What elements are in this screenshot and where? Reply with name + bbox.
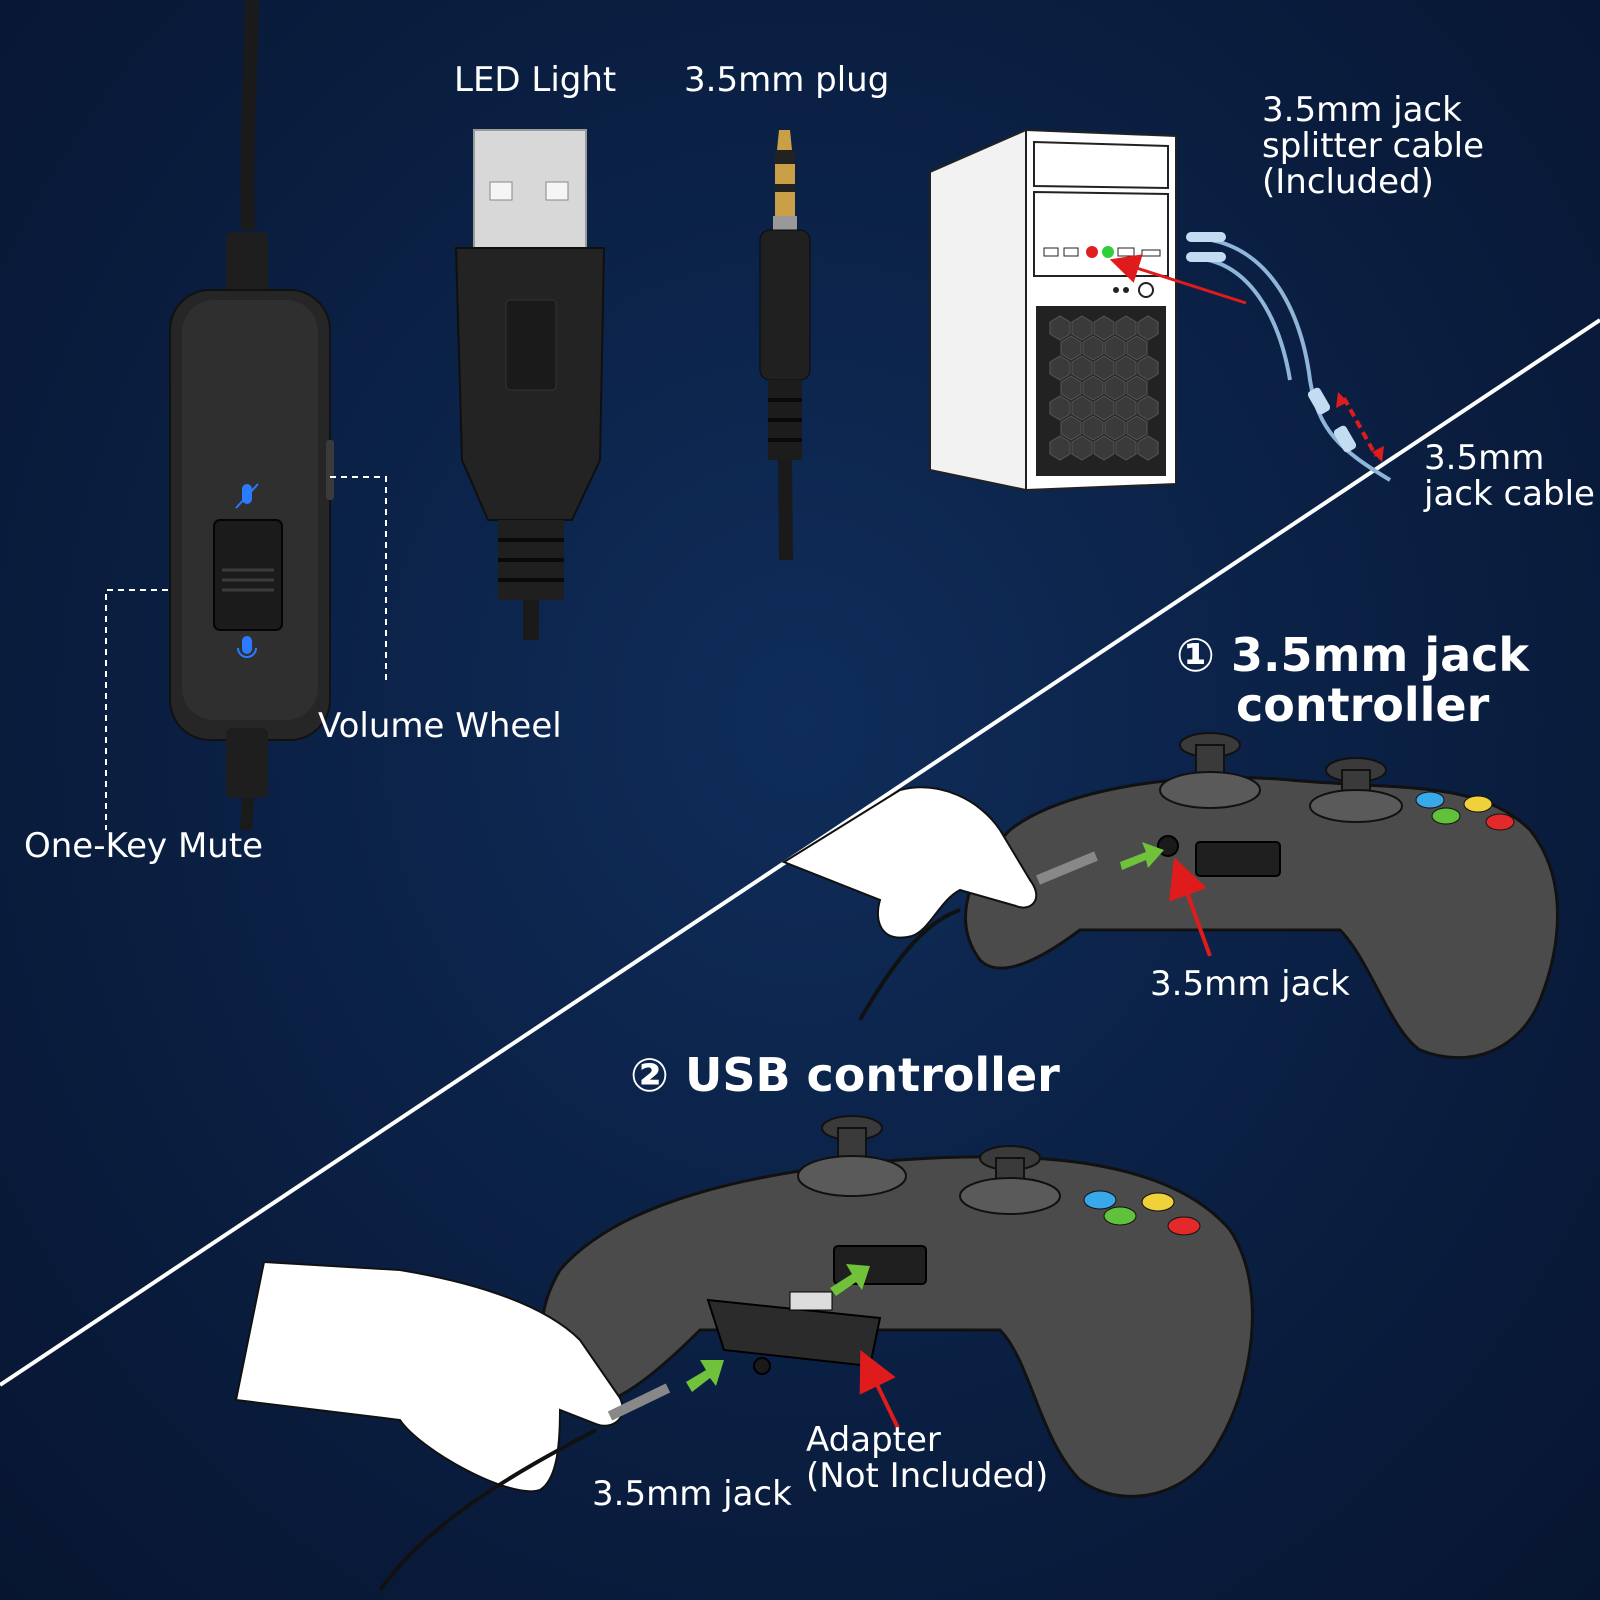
- mic-icon: [237, 636, 257, 658]
- jack-controller-heading-line-2: controller: [1236, 678, 1490, 732]
- jack-port-label: 3.5mm jack: [1150, 964, 1350, 1004]
- splitter-line-1: 3.5mm jack: [1262, 90, 1462, 130]
- hand-icon: [234, 1260, 671, 1592]
- audio-plug-icon: [759, 130, 811, 561]
- jack-controller-heading-line-1: ① 3.5mm jack: [1176, 628, 1529, 682]
- splitter-cable-label: 3.5mm jack splitter cable (Included): [1262, 92, 1484, 200]
- green-arrow: [686, 1360, 724, 1392]
- splitter-line-3: (Included): [1262, 162, 1434, 202]
- usb-jack-label: 3.5mm jack: [592, 1474, 792, 1514]
- jack-cable-label: 3.5mm jack cable: [1424, 440, 1595, 512]
- splitter-line-2: splitter cable: [1262, 126, 1485, 166]
- adapter-line-1: Adapter: [806, 1420, 941, 1460]
- adapter-label: Adapter (Not Included): [806, 1422, 1048, 1494]
- jack-cable-line-2: jack cable: [1424, 474, 1595, 514]
- hand-icon: [781, 786, 1098, 1021]
- gamepad-icon: [540, 1115, 1254, 1498]
- inline-controller-icon: [169, 0, 334, 831]
- jack-controller-heading: ① 3.5mm jack controller: [1176, 630, 1529, 730]
- plug-label: 3.5mm plug: [684, 60, 890, 100]
- green-arrow: [830, 1264, 870, 1296]
- adapter-line-2: (Not Included): [806, 1456, 1049, 1496]
- led-light-label: LED Light: [454, 60, 617, 100]
- splitter-cable-icon: [1186, 232, 1392, 482]
- one-key-mute-label: One-Key Mute: [24, 826, 264, 866]
- gamepad-icon: [964, 732, 1559, 1060]
- usb-plug-icon: [454, 129, 606, 640]
- mic-muted-icon: [235, 483, 259, 509]
- pc-tower-icon: [929, 128, 1177, 492]
- volume-wheel-label: Volume Wheel: [318, 706, 562, 746]
- green-arrow: [1120, 842, 1164, 870]
- jack-cable-line-1: 3.5mm: [1424, 438, 1545, 478]
- usb-controller-heading: ② USB controller: [630, 1048, 1060, 1102]
